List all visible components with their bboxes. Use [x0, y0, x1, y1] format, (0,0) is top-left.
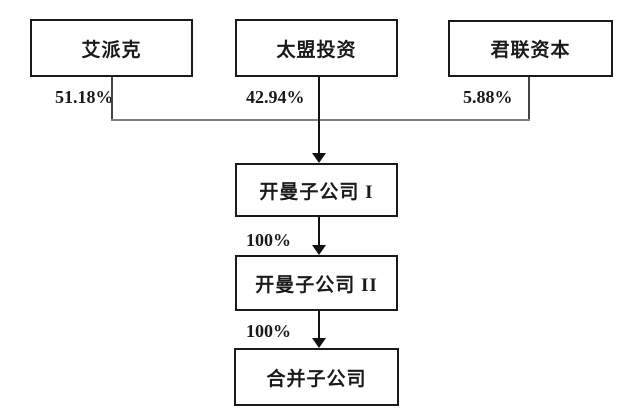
connector-cayman2-to-merger-line — [318, 311, 320, 340]
node-apaike: 艾派克 — [30, 19, 193, 77]
arrowhead-into-cayman2 — [312, 245, 326, 255]
connector-main-arrow-line — [318, 77, 320, 155]
node-merger-subsidiary-label: 合并子公司 — [266, 368, 367, 390]
node-cayman-subsidiary-2-label: 开曼子公司 II — [255, 274, 378, 296]
ownership-pct-legend: 5.88% — [463, 87, 513, 107]
node-pag-investment: 太盟投资 — [235, 19, 398, 77]
ownership-pct-apaike: 51.18% — [55, 87, 114, 107]
node-pag-investment-label: 太盟投资 — [276, 39, 357, 61]
node-cayman-subsidiary-1-label: 开曼子公司 I — [259, 181, 374, 203]
node-legend-capital-label: 君联资本 — [490, 40, 571, 61]
arrowhead-into-cayman1 — [312, 153, 326, 163]
connector-horizontal-bus-line — [111, 119, 530, 121]
ownership-pct-cayman2-to-merger: 100% — [246, 321, 291, 341]
node-legend-capital: 君联资本 — [448, 20, 613, 77]
ownership-pct-cayman1-to-cayman2: 100% — [246, 230, 291, 250]
connector-cayman1-to-cayman2-line — [318, 217, 320, 247]
node-cayman-subsidiary-1: 开曼子公司 I — [235, 163, 398, 217]
ownership-pct-pag: 42.94% — [246, 87, 305, 107]
arrowhead-into-merger — [312, 338, 326, 348]
connector-legend-drop-line — [528, 77, 530, 121]
node-merger-subsidiary: 合并子公司 — [234, 348, 399, 406]
node-cayman-subsidiary-2: 开曼子公司 II — [235, 255, 398, 311]
connector-apaike-drop-line — [111, 77, 113, 121]
node-apaike-label: 艾派克 — [81, 39, 142, 61]
